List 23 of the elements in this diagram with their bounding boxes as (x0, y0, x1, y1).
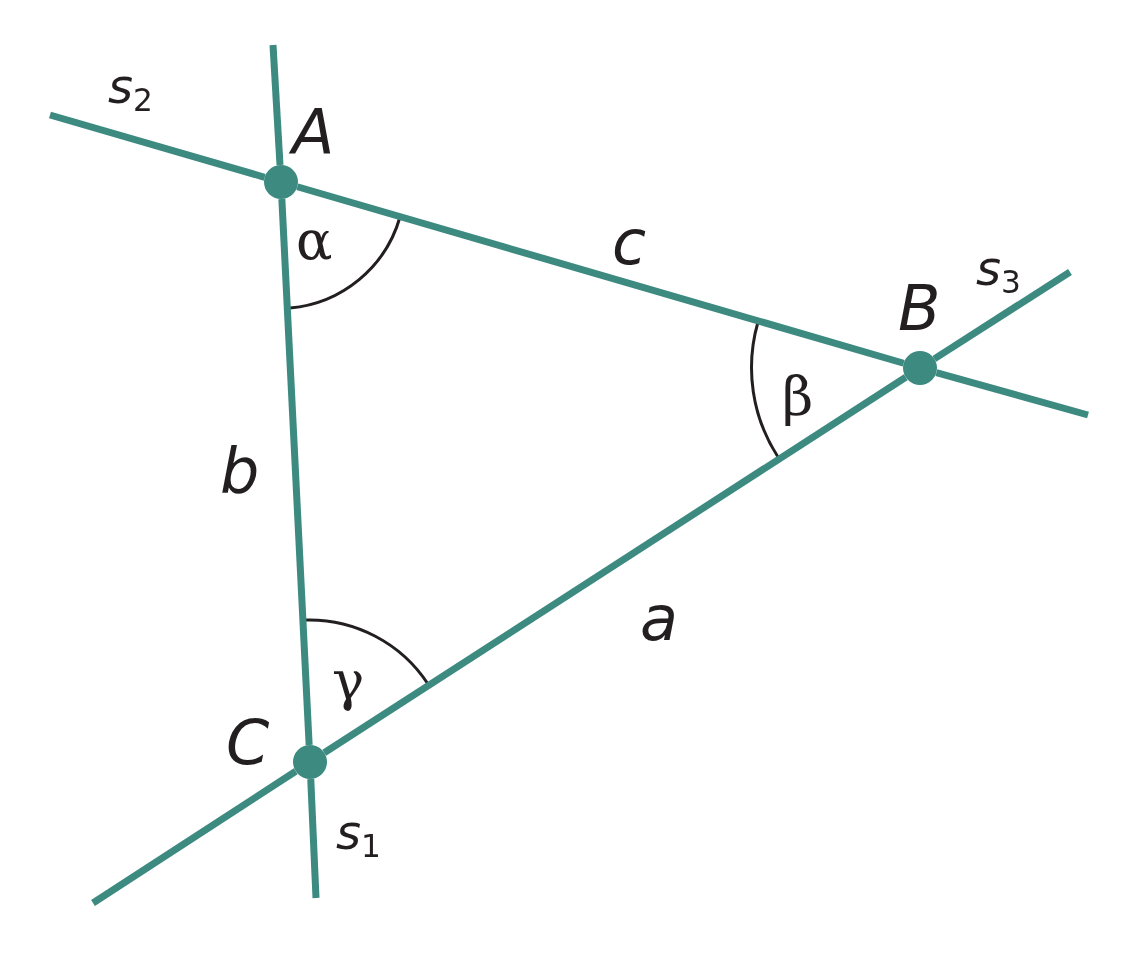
line-label: s$_{1}$ (336, 808, 381, 862)
line (296, 183, 905, 367)
vertex-label: B (898, 278, 941, 340)
line (935, 369, 1089, 419)
side-label: c (612, 212, 647, 274)
point-dot (293, 745, 327, 779)
point-dot (903, 351, 937, 385)
line (49, 111, 266, 181)
line-label: s$_{3}$ (976, 244, 1021, 298)
line-label: s$_{2}$ (108, 62, 153, 116)
side-label: a (640, 588, 678, 650)
angle-label: γ (332, 655, 365, 709)
angle-label: α (296, 214, 333, 268)
vertex-label: C (226, 712, 270, 774)
line (269, 44, 284, 166)
point-dot (264, 165, 298, 199)
line (278, 198, 313, 746)
side-label: b (220, 440, 260, 502)
line (932, 269, 1072, 362)
line (322, 374, 908, 756)
angle-label: β (782, 370, 814, 424)
line (307, 778, 320, 899)
line (91, 768, 298, 906)
